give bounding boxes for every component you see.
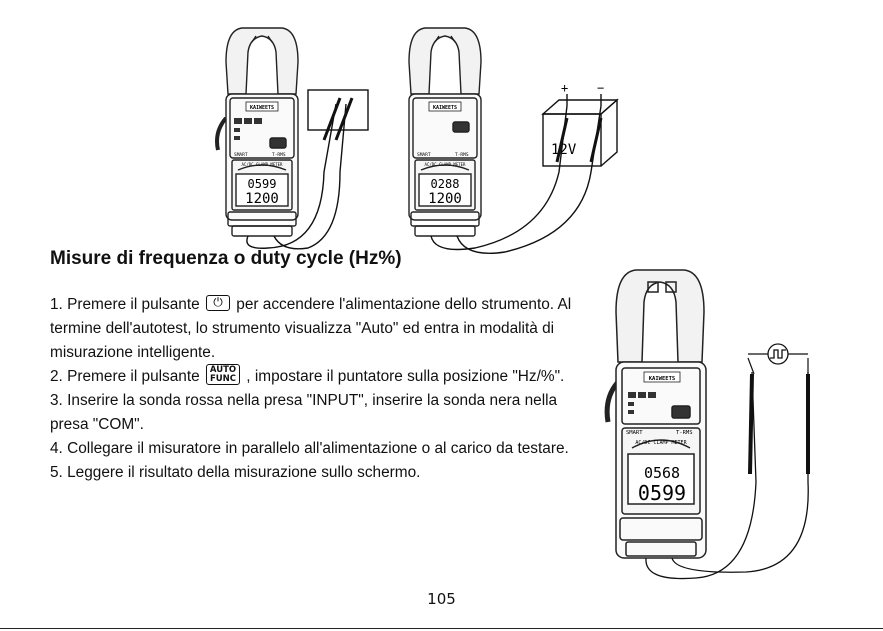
fig1-display-top: 0599 <box>248 177 277 191</box>
battery-plus: + <box>561 81 568 95</box>
figure-meter-battery: KAIWEETS SMART T-RMS AC/DC CLAMP METER 0… <box>408 27 619 254</box>
fig1-badge-smart: SMART <box>234 152 248 158</box>
fig3-badge-smart: SMART <box>626 430 643 436</box>
figure-meter-component: KAIWEETS SMART T-RMS AC/DC CLAMP METER 0… <box>215 27 369 250</box>
fig3-title: AC/DC CLAMP METER <box>635 440 687 446</box>
footer-divider <box>0 628 883 629</box>
power-button-icon: ⏻ <box>206 294 230 311</box>
battery <box>541 94 619 167</box>
fig2-display-bottom: 1200 <box>428 191 462 207</box>
auto-func-bottom: FUNC <box>209 374 237 385</box>
fig2-badge-trms: T-RMS <box>455 152 469 158</box>
step-1: 1. Premere il pulsante ⏻ per accendere l… <box>50 293 590 365</box>
step-2-pre: 2. Premere il pulsante <box>50 368 200 385</box>
fig1-badge-trms: T-RMS <box>272 152 286 158</box>
fig3-display-top: 0568 <box>644 464 680 482</box>
fig2-display-top: 0288 <box>431 177 460 191</box>
fig1-display-bottom: 1200 <box>245 191 279 207</box>
fig1-brand: KAIWEETS <box>250 105 274 111</box>
signal-source-icon <box>767 343 789 365</box>
step-5: 5. Leggere il risultato della misurazion… <box>50 464 421 481</box>
auto-func-top: AUTO <box>209 365 237 376</box>
fig3-display-bottom: 0599 <box>638 481 686 505</box>
battery-minus: − <box>597 81 604 95</box>
fig3-badge-trms: T-RMS <box>676 430 693 436</box>
page-number: 105 <box>427 590 456 608</box>
step-2-post: , impostare il puntatore sulla posizione… <box>246 368 565 385</box>
figure-meter-frequency: KAIWEETS SMART T-RMS AC/DC CLAMP METER 0… <box>604 269 810 580</box>
step-1-pre: 1. Premere il pulsante <box>50 296 200 313</box>
fig3-brand: KAIWEETS <box>649 376 676 382</box>
step-4: 4. Collegare il misuratore in parallelo … <box>50 440 569 457</box>
section-heading: Misure di frequenza o duty cycle (Hz%) <box>50 248 402 269</box>
fig2-badge-smart: SMART <box>417 152 431 158</box>
step-1-post: per accendere l'alimentazione dello stru… <box>50 296 572 361</box>
fig1-title: AC/DC CLAMP METER <box>242 162 284 167</box>
step-3: 3. Inserire la sonda rossa nella presa "… <box>50 392 558 433</box>
instruction-list: 1. Premere il pulsante ⏻ per accendere l… <box>50 293 590 485</box>
fig2-title: AC/DC CLAMP METER <box>425 162 467 167</box>
fig2-brand: KAIWEETS <box>433 105 457 111</box>
battery-voltage-label: 12V <box>551 142 577 158</box>
